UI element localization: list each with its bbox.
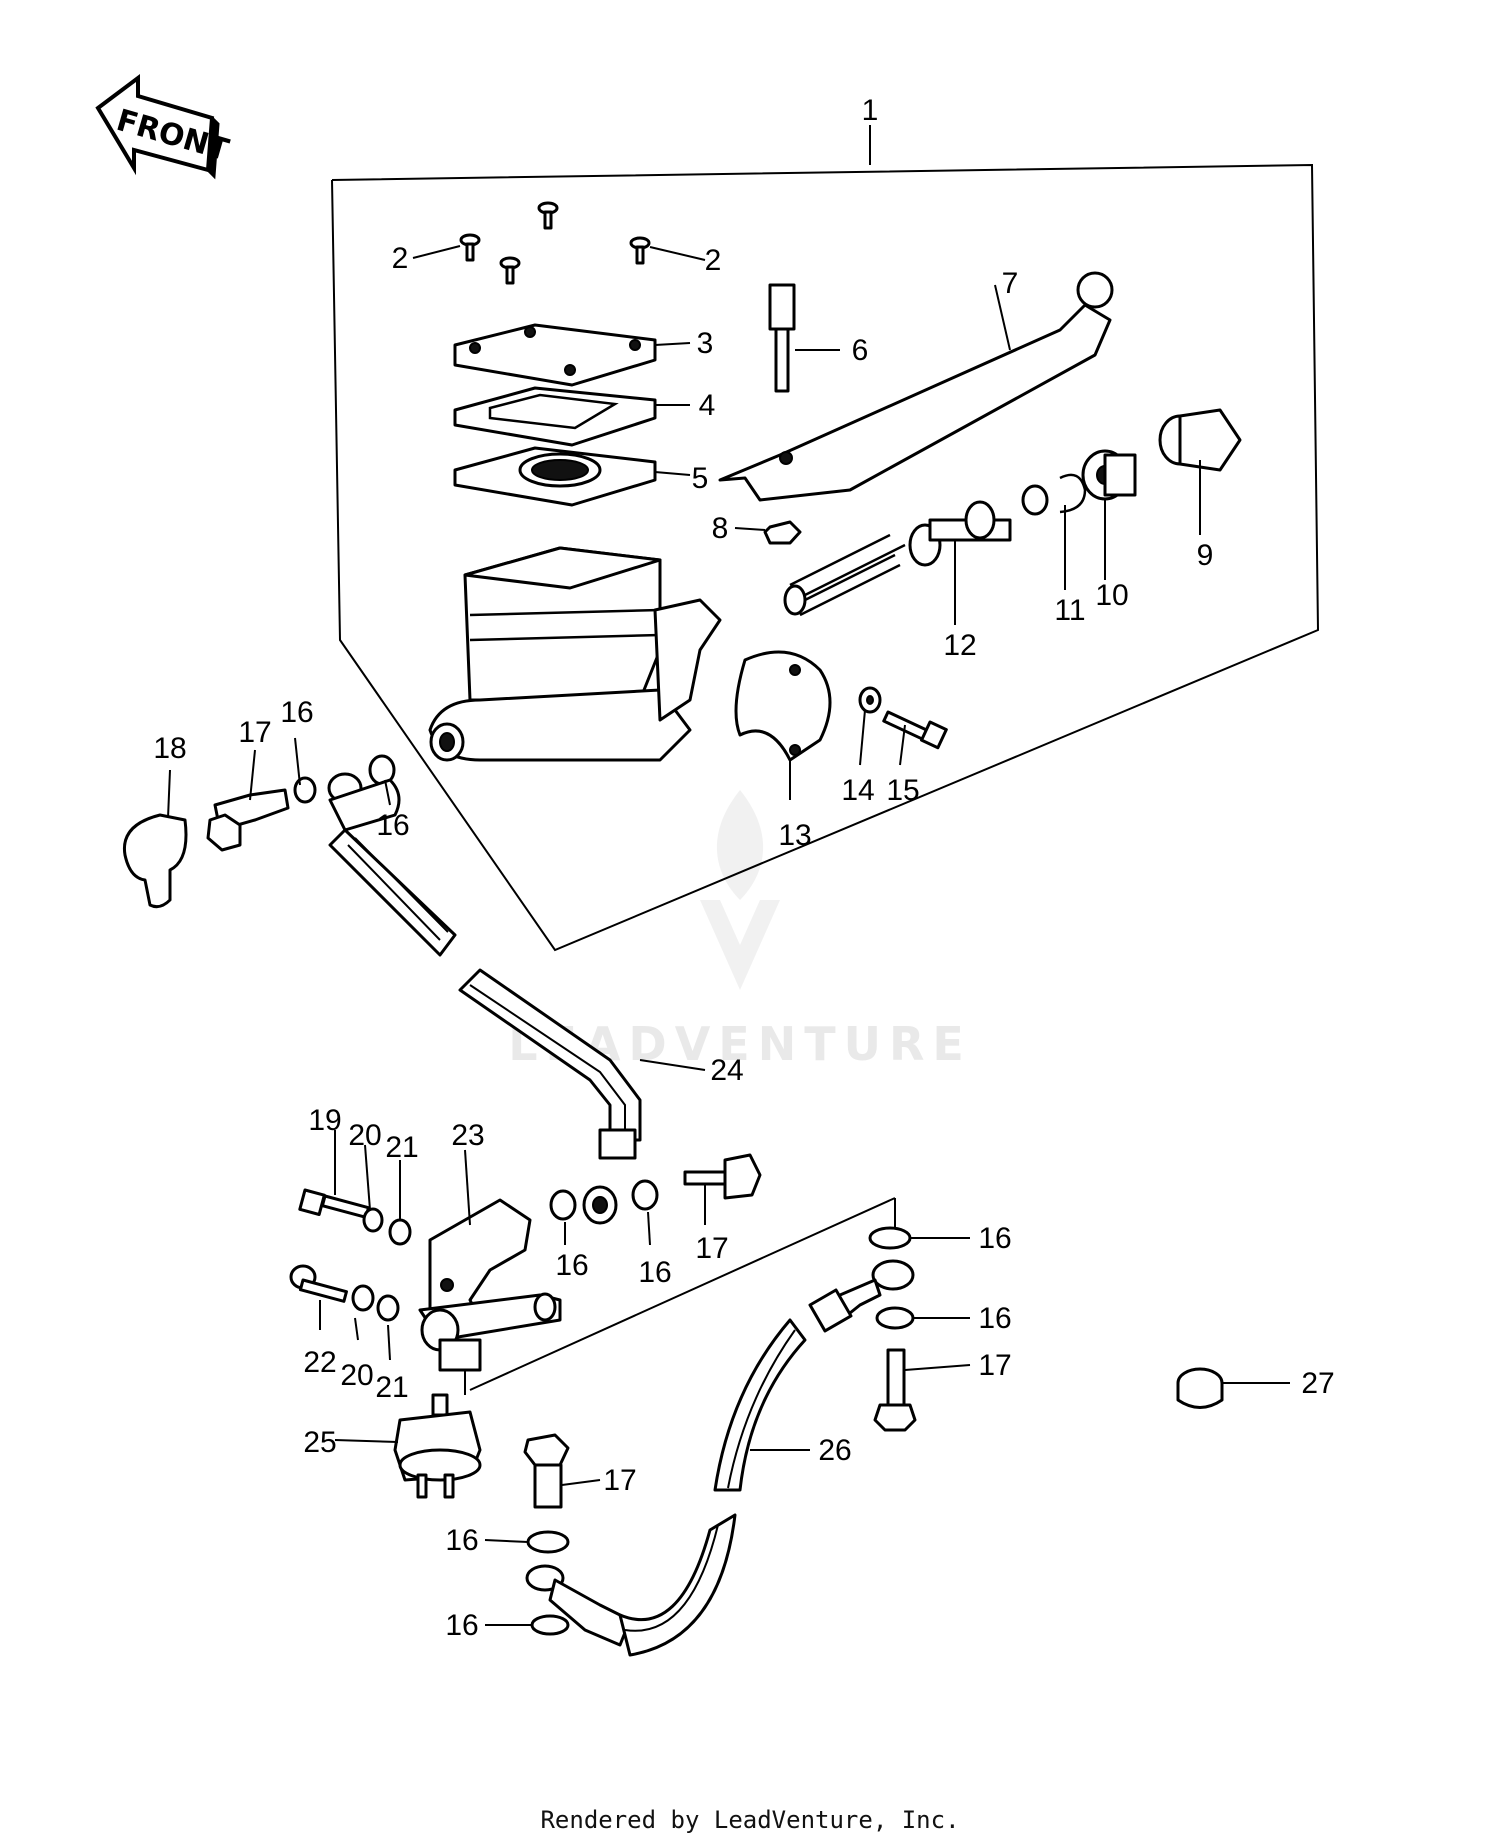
- watermark-logo: [700, 790, 780, 990]
- piston-stopper: [1081, 449, 1137, 501]
- callout-24: 24: [710, 1054, 743, 1087]
- callout-4: 4: [699, 389, 716, 422]
- callout-25: 25: [303, 1426, 336, 1459]
- handlebar-clamp: [734, 650, 832, 762]
- callout-16-f: 16: [978, 1302, 1011, 1335]
- diaphragm-plate: [453, 386, 657, 447]
- callout-22: 22: [303, 1346, 336, 1379]
- callout-labels: 1 2 2 3 4 5 6 7 8 9 10 11 12 13 14 15 16…: [153, 94, 1334, 1642]
- callout-21-lower: 21: [375, 1371, 408, 1404]
- reservoir-cap-screws: [459, 201, 651, 285]
- callout-19: 19: [308, 1104, 341, 1137]
- junction-bolt-upper: [298, 1188, 412, 1246]
- pivot-nut: [763, 520, 802, 545]
- upper-brake-hose: [328, 828, 642, 1225]
- master-cylinder-body: [428, 546, 722, 762]
- mid-banjo-hardware: [549, 1153, 762, 1221]
- lower-brake-hose: [713, 1226, 917, 1492]
- callout-7: 7: [1002, 267, 1019, 300]
- callout-27: 27: [1301, 1367, 1334, 1400]
- callout-21-upper: 21: [385, 1131, 418, 1164]
- leader-lines: [167, 245, 1290, 1626]
- callout-6: 6: [852, 334, 869, 367]
- lower-banjo-hardware: [523, 1433, 737, 1657]
- footer-credit: Rendered by LeadVenture, Inc.: [540, 1806, 960, 1834]
- callout-11: 11: [1054, 594, 1085, 627]
- callout-18: 18: [153, 732, 186, 765]
- banjo-cover: [122, 813, 188, 909]
- callout-16-b: 16: [376, 809, 409, 842]
- upper-banjo-parts: [206, 754, 401, 852]
- callout-16-a: 16: [280, 696, 313, 729]
- callout-17-c: 17: [978, 1349, 1011, 1382]
- reservoir-cap: [453, 323, 657, 387]
- callout-2-right: 2: [705, 244, 722, 277]
- grommet: [1176, 1367, 1224, 1409]
- circlip: [1059, 473, 1087, 514]
- callout-3: 3: [697, 327, 714, 360]
- callout-16-e: 16: [978, 1222, 1011, 1255]
- callout-20-lower: 20: [340, 1359, 373, 1392]
- callout-9: 9: [1197, 539, 1214, 572]
- brake-junction: [418, 1198, 562, 1372]
- dust-boot: [1158, 408, 1242, 472]
- callout-8: 8: [712, 512, 729, 545]
- callout-17-b: 17: [695, 1232, 728, 1265]
- clamp-screw: [882, 710, 948, 750]
- callout-10: 10: [1095, 579, 1128, 612]
- piston: [908, 484, 1049, 567]
- brake-lever: [718, 271, 1114, 502]
- front-arrow-icon: FRONT: [95, 74, 233, 180]
- pivot-bolt: [768, 283, 796, 393]
- callout-2-left: 2: [392, 242, 409, 275]
- brake-light-switch: [393, 1393, 482, 1499]
- callout-17-d: 17: [603, 1464, 636, 1497]
- callout-20-upper: 20: [348, 1119, 381, 1152]
- callout-16-d: 16: [638, 1256, 671, 1289]
- callout-1: 1: [862, 94, 879, 127]
- piston-spring: [783, 533, 906, 617]
- callout-16-h: 16: [445, 1609, 478, 1642]
- callout-14: 14: [841, 774, 874, 807]
- callout-13: 13: [778, 819, 811, 852]
- callout-26: 26: [818, 1434, 851, 1467]
- assembly-1-outline: [331, 125, 1320, 952]
- callout-16-g: 16: [445, 1524, 478, 1557]
- callout-15: 15: [886, 774, 919, 807]
- callout-23: 23: [451, 1119, 484, 1152]
- callout-16-c: 16: [555, 1249, 588, 1282]
- callout-12: 12: [943, 629, 976, 662]
- diaphragm: [453, 446, 657, 507]
- junction-bolt-lower: [289, 1264, 400, 1322]
- callout-17-a: 17: [238, 716, 271, 749]
- clamp-washer: [858, 686, 882, 714]
- callout-5: 5: [692, 462, 709, 495]
